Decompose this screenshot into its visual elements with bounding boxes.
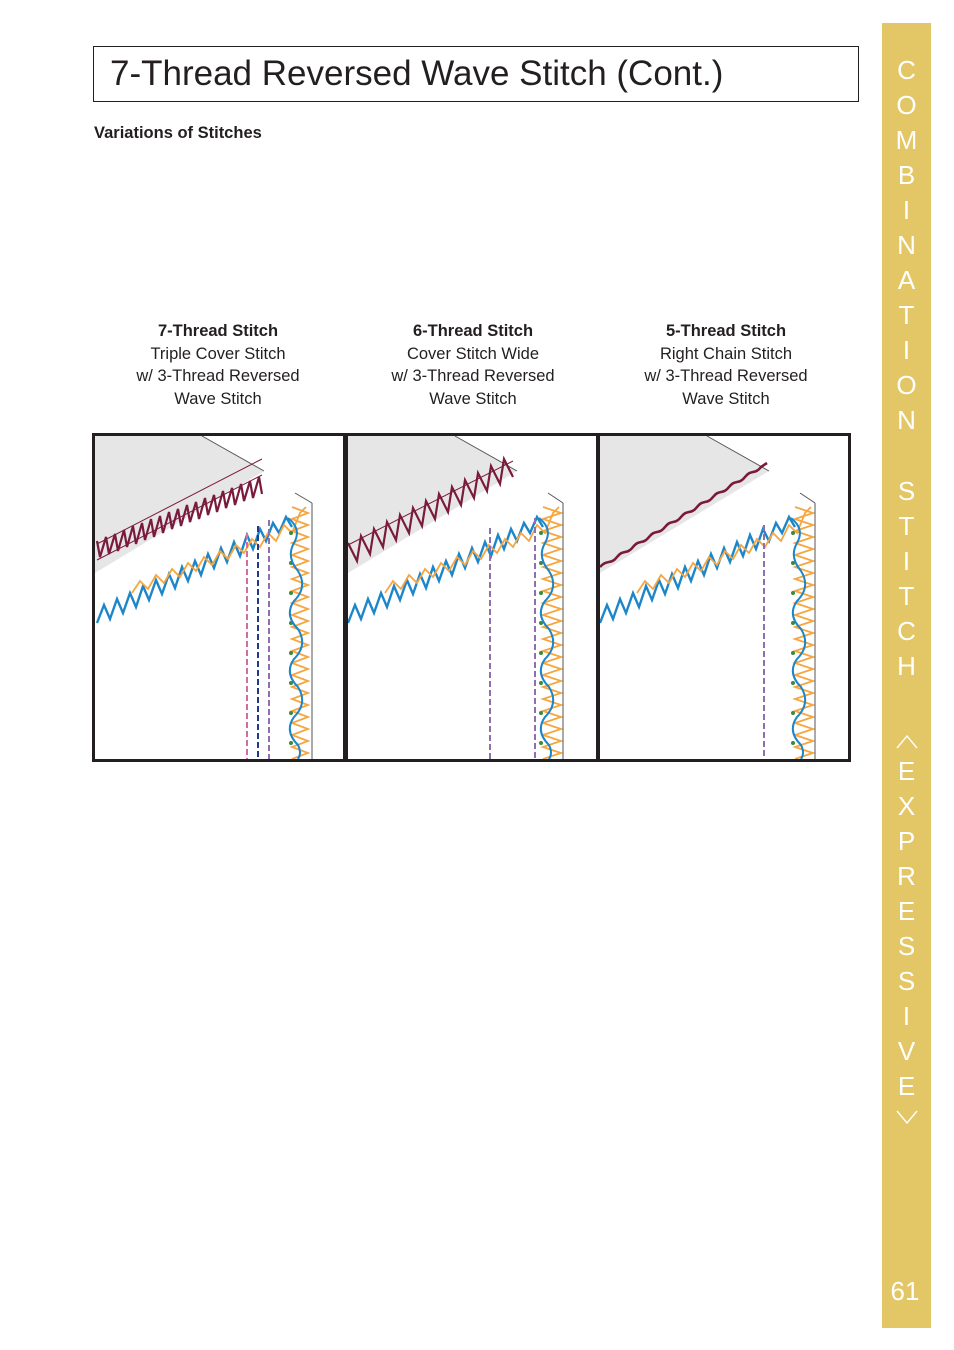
page-title: 7-Thread Reversed Wave Stitch (Cont.) bbox=[110, 54, 724, 93]
sidebar-letter: S bbox=[897, 476, 916, 506]
caption-line: Triple Cover Stitch bbox=[150, 344, 286, 363]
sidebar-letter: X bbox=[897, 791, 916, 821]
chevron-down-icon bbox=[896, 1110, 918, 1124]
orange-stitch bbox=[636, 506, 816, 760]
sidebar-letter: I bbox=[902, 546, 911, 576]
caption-line: Right Chain Stitch bbox=[659, 344, 793, 363]
sidebar-letter: T bbox=[898, 300, 915, 330]
sidebar-letter: N bbox=[897, 230, 916, 260]
green-knots bbox=[791, 531, 795, 745]
burgundy-stitch bbox=[347, 455, 514, 565]
sidebar-letter: O bbox=[896, 370, 917, 400]
sidebar-letter: B bbox=[897, 160, 916, 190]
caption-line: Wave Stitch bbox=[682, 389, 770, 408]
page-number: 61 bbox=[890, 1276, 920, 1306]
sidebar-letter: M bbox=[895, 125, 918, 155]
sidebar-letter: O bbox=[896, 90, 917, 120]
sidebar-letter: E bbox=[897, 1071, 916, 1101]
stitch-illustrations bbox=[92, 433, 851, 762]
sidebar-letter: R bbox=[897, 861, 916, 891]
orange-stitch bbox=[131, 506, 311, 760]
sidebar-letter: C bbox=[897, 616, 916, 646]
burgundy-stitch bbox=[95, 458, 264, 561]
caption-title: 6-Thread Stitch bbox=[412, 322, 534, 340]
sidebar-letter: H bbox=[897, 651, 916, 681]
sidebar-letter: C bbox=[897, 55, 916, 85]
section-sidebar: C O M B I N A T I O N S T I T C H E X P … bbox=[882, 23, 931, 1328]
sidebar-letter: V bbox=[897, 1036, 916, 1066]
chevron-up-icon bbox=[896, 735, 918, 749]
section-heading: Variations of Stitches bbox=[94, 124, 262, 142]
caption-line: Cover Stitch Wide bbox=[406, 344, 540, 363]
sidebar-letter: E bbox=[897, 896, 916, 926]
caption-title: 5-Thread Stitch bbox=[665, 322, 787, 340]
blue-wave-stitch bbox=[95, 514, 294, 624]
blue-wave-stitch bbox=[346, 514, 545, 624]
stitch-illustration-7-thread bbox=[92, 433, 346, 762]
caption-line: w/ 3-Thread Reversed bbox=[644, 367, 808, 385]
sidebar-letter: E bbox=[897, 756, 916, 786]
sidebar-letter: I bbox=[902, 1001, 911, 1031]
caption-title: 7-Thread Stitch bbox=[157, 322, 279, 340]
caption-line: w/ 3-Thread Reversed bbox=[136, 367, 300, 385]
caption-line: Wave Stitch bbox=[174, 389, 262, 408]
sidebar-letter: I bbox=[902, 195, 911, 225]
green-knots bbox=[539, 531, 543, 745]
page-title-box: 7-Thread Reversed Wave Stitch (Cont.) bbox=[93, 46, 859, 102]
sidebar-letter: P bbox=[897, 826, 916, 856]
caption-7-thread: 7-Thread Stitch Triple Cover Stitch w/ 3… bbox=[98, 320, 338, 410]
caption-line: Wave Stitch bbox=[429, 389, 517, 408]
sidebar-letter: N bbox=[897, 405, 916, 435]
stitch-illustration-5-thread bbox=[597, 433, 851, 762]
sidebar-letter: S bbox=[897, 931, 916, 961]
sidebar-letter: I bbox=[902, 335, 911, 365]
burgundy-chain-stitch bbox=[599, 461, 768, 568]
sidebar-letter: S bbox=[897, 966, 916, 996]
sidebar-letter: T bbox=[898, 581, 915, 611]
orange-stitch bbox=[384, 506, 564, 760]
caption-5-thread: 5-Thread Stitch Right Chain Stitch w/ 3-… bbox=[606, 320, 846, 410]
green-knots bbox=[289, 531, 293, 745]
sidebar-letter: A bbox=[897, 265, 916, 295]
caption-line: w/ 3-Thread Reversed bbox=[391, 367, 555, 385]
stitch-illustration-6-thread bbox=[345, 433, 599, 762]
sidebar-letter: T bbox=[898, 511, 915, 541]
caption-6-thread: 6-Thread Stitch Cover Stitch Wide w/ 3-T… bbox=[353, 320, 593, 410]
